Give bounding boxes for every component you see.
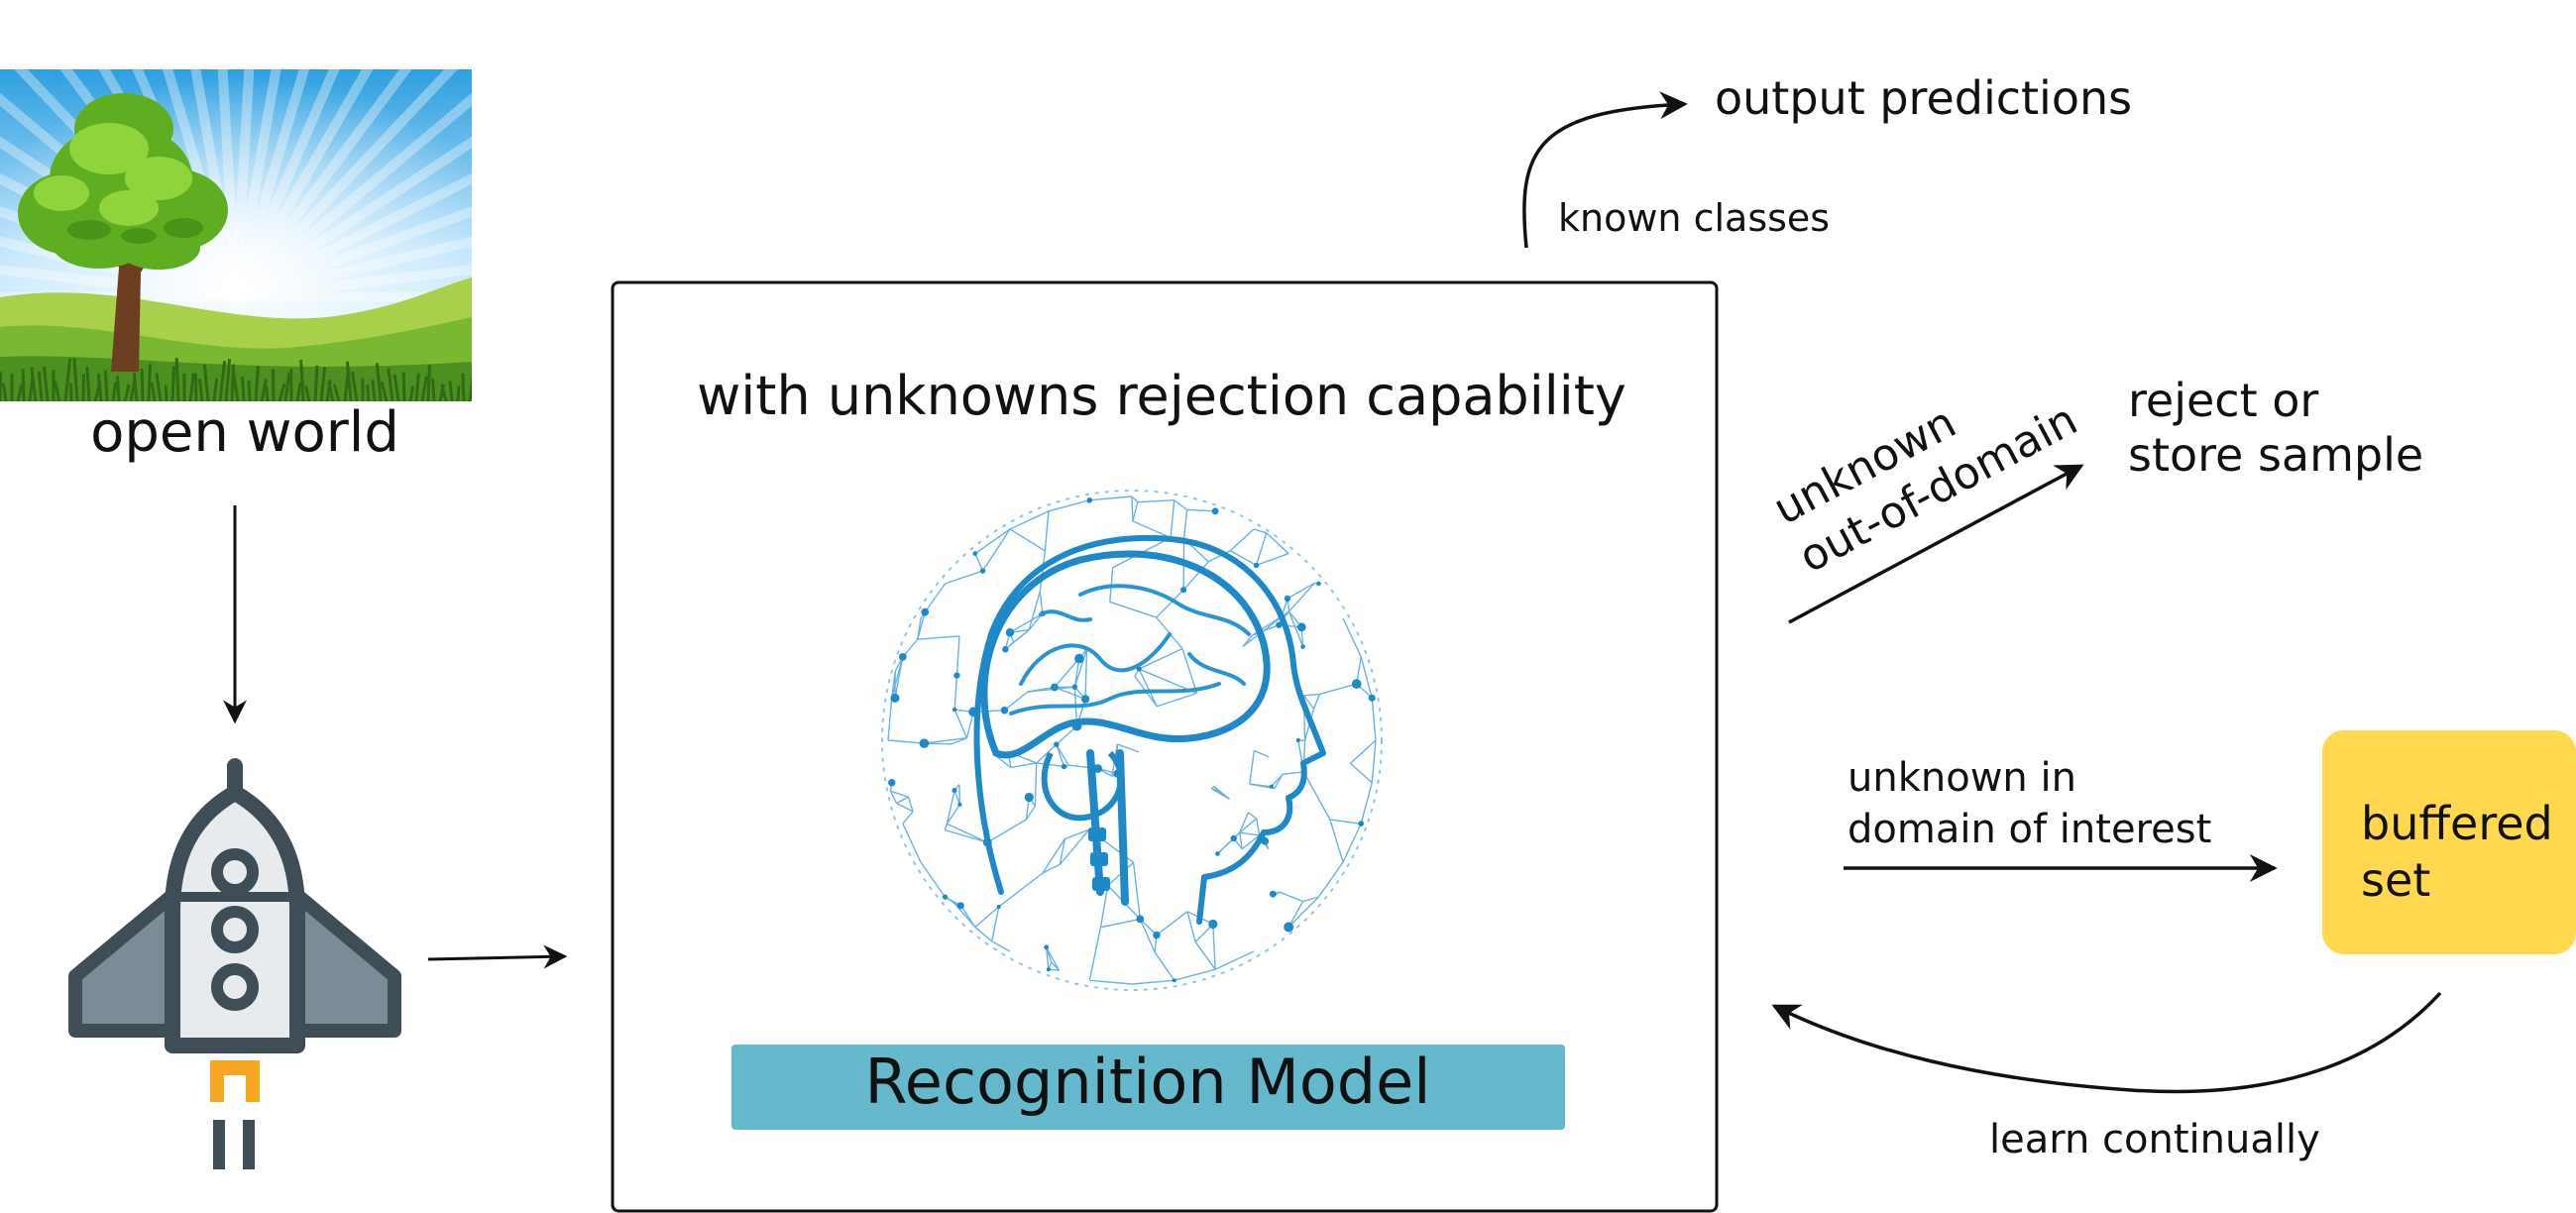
buffered-set-label-line2: set — [2361, 853, 2430, 907]
buffered-set-box: buffered set — [2322, 730, 2576, 954]
buffered-set-label-line1: buffered — [2361, 797, 2553, 850]
unknown-in-domain-label-line2: domain of interest — [1848, 807, 2211, 852]
brain-network-icon — [881, 490, 1383, 991]
open-world-scene: open world — [0, 69, 472, 465]
arrow-rocket-to-model — [427, 944, 568, 969]
known-classes-label: known classes — [1558, 196, 1830, 240]
model-box: with unknowns rejection capability — [611, 280, 1719, 1213]
model-box-heading: with unknowns rejection capability — [697, 365, 1626, 427]
learn-continually-label: learn continually — [1989, 1117, 2320, 1162]
arrow-learn-continually — [1771, 991, 2442, 1094]
recognition-model-label: Recognition Model — [865, 1046, 1431, 1118]
unknown-in-domain-label-line1: unknown in — [1848, 755, 2076, 801]
tree-landscape-icon — [0, 69, 472, 401]
arrow-out-of-domain — [1788, 464, 2084, 624]
reject-label-line2: store sample — [2128, 428, 2423, 482]
arrow-known-to-output — [1522, 91, 1688, 249]
open-world-label: open world — [90, 400, 399, 465]
output-predictions-label: output predictions — [1715, 71, 2132, 125]
rocket-icon — [68, 758, 401, 1169]
reject-label-line1: reject or — [2128, 374, 2318, 427]
recognition-model-bar — [731, 1045, 1565, 1130]
